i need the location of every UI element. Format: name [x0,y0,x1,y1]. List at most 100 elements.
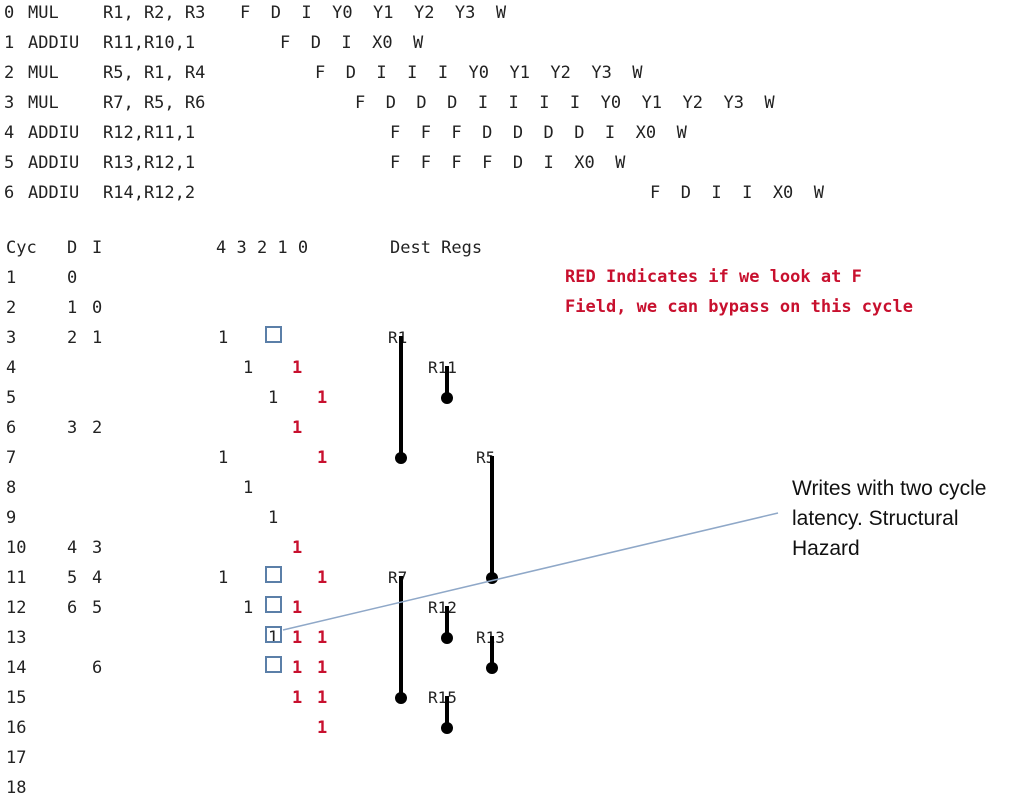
pipeline-stages: F D I I X0 W [650,183,824,203]
cycle-d: 6 [67,598,78,618]
header-bits: 4 3 2 1 0 [216,238,309,258]
pipeline-args: R13,R12,1 [103,153,196,173]
pipeline-args: R14,R12,2 [103,183,196,203]
bit-cell: 1 [218,328,229,348]
bit-cell: 1 [317,658,328,678]
bypass-box [265,656,282,673]
lifetime-endpoint [441,722,453,734]
dest-reg-label: R15 [428,688,457,707]
header-d: D [67,238,78,258]
pipeline-stages: F D I X0 W [280,33,424,53]
pipeline-index: 1 [4,33,15,53]
bit-cell: 1 [317,688,328,708]
bit-cell: 1 [292,598,303,618]
cycle-i: 2 [92,418,103,438]
dest-reg-label: R7 [388,568,407,587]
header-dest-regs: Dest Regs [390,238,483,258]
pipeline-op: MUL [28,93,59,113]
pipeline-stages: F F F F D I X0 W [390,153,626,173]
bit-cell: 1 [292,628,303,648]
bit-cell: 1 [317,448,328,468]
cycle-number: 18 [6,778,27,798]
bit-cell: 1 [317,568,328,588]
hazard-pointer-line [282,512,779,631]
bypass-box [265,626,282,643]
bit-cell: 1 [268,388,279,408]
cycle-number: 12 [6,598,27,618]
lifetime-endpoint [395,692,407,704]
structural-hazard-note: Writes with two cycle latency. Structura… [792,477,987,560]
cycle-i: 1 [92,328,103,348]
pipeline-stages: F F F D D D D I X0 W [390,123,687,143]
pipeline-stages: F D I I I Y0 Y1 Y2 Y3 W [315,63,643,83]
bit-cell: 1 [317,388,328,408]
pipeline-index: 2 [4,63,15,83]
bit-cell: 1 [243,358,254,378]
cycle-number: 17 [6,748,27,768]
cycle-d: 1 [67,298,78,318]
bit-cell: 1 [292,538,303,558]
pipeline-op: ADDIU [28,123,80,143]
pipeline-args: R1, R2, R3 [103,3,206,23]
cycle-number: 14 [6,658,27,678]
cycle-number: 15 [6,688,27,708]
pipeline-args: R5, R1, R4 [103,63,206,83]
bit-cell: 1 [292,658,303,678]
cycle-d: 4 [67,538,78,558]
dest-reg-label: R11 [428,358,457,377]
cycle-number: 1 [6,268,17,288]
bit-cell: 1 [268,508,279,528]
cycle-d: 2 [67,328,78,348]
header-i: I [92,238,103,258]
cycle-i: 3 [92,538,103,558]
pipeline-index: 3 [4,93,15,113]
lifetime-endpoint [395,452,407,464]
bit-cell: 1 [292,688,303,708]
bit-cell: 1 [243,478,254,498]
cycle-number: 8 [6,478,17,498]
bypass-box [265,566,282,583]
cycle-number: 9 [6,508,17,528]
cycle-number: 10 [6,538,27,558]
lifetime-endpoint [441,632,453,644]
bit-cell: 1 [268,628,279,648]
cycle-number: 2 [6,298,17,318]
cycle-number: 16 [6,718,27,738]
header-cyc: Cyc [6,238,37,258]
bit-cell: 1 [292,418,303,438]
dest-reg-label: R12 [428,598,457,617]
lifetime-endpoint [486,662,498,674]
pipeline-args: R7, R5, R6 [103,93,206,113]
pipeline-op: MUL [28,63,59,83]
cycle-number: 5 [6,388,17,408]
pipeline-stages: F D I Y0 Y1 Y2 Y3 W [240,3,507,23]
cycle-number: 11 [6,568,27,588]
cycle-number: 4 [6,358,17,378]
pipeline-index: 4 [4,123,15,143]
pipeline-index: 6 [4,183,15,203]
bit-cell: 1 [243,598,254,618]
pipeline-args: R12,R11,1 [103,123,196,143]
cycle-i: 6 [92,658,103,678]
pipeline-args: R11,R10,1 [103,33,196,53]
dest-reg-label: R1 [388,328,407,347]
cycle-number: 7 [6,448,17,468]
bit-cell: 1 [317,628,328,648]
pipeline-op: MUL [28,3,59,23]
pipeline-op: ADDIU [28,183,80,203]
pipeline-op: ADDIU [28,153,80,173]
bit-cell: 1 [292,358,303,378]
cycle-number: 3 [6,328,17,348]
bit-cell: 1 [218,448,229,468]
cycle-i: 5 [92,598,103,618]
pipeline-op: ADDIU [28,33,80,53]
cycle-i: 4 [92,568,103,588]
bypass-box [265,326,282,343]
cycle-d: 5 [67,568,78,588]
bit-cell: 1 [317,718,328,738]
pipeline-index: 5 [4,153,15,173]
cycle-number: 6 [6,418,17,438]
cycle-number: 13 [6,628,27,648]
cycle-i: 0 [92,298,103,318]
